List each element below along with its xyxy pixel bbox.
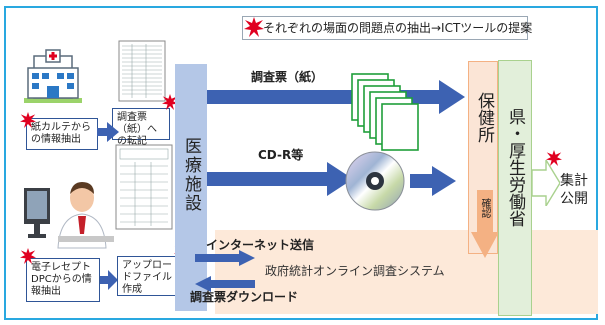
karte-extract-box: 紙カルテからの情報抽出 xyxy=(26,118,98,150)
cdr-label: CD-R等 xyxy=(258,148,304,162)
publish-text: 集計公開 xyxy=(560,173,588,207)
burst-icon-title xyxy=(244,17,264,37)
confirm-down-arrow xyxy=(471,190,499,258)
paper-survey-label: 調査票（紙） xyxy=(251,70,324,84)
medical-facility-label: 医療施設 xyxy=(181,137,201,213)
connector-arrow-karte xyxy=(97,122,119,142)
form-document-icon xyxy=(115,144,173,230)
paper-flow-arrow xyxy=(207,80,465,114)
receipt-extract-label: 電子レセプトDPCからの情報抽出 xyxy=(31,262,92,297)
burst-icon-karte xyxy=(20,112,36,128)
burst-icon-publish xyxy=(546,150,562,166)
medical-facility-column xyxy=(175,64,207,311)
burst-icon-receipt xyxy=(20,248,36,264)
download-label: 調査票ダウンロード xyxy=(190,290,299,304)
health-center-label: 保健所 xyxy=(474,92,494,143)
receipt-extract-box: 電子レセプトDPCからの情報抽出 xyxy=(26,258,100,302)
transcribe-label: 調査票（紙）への転記 xyxy=(117,112,157,147)
spreadsheet-document-icon xyxy=(118,40,166,102)
prefecture-label: 県・厚生労働省 xyxy=(505,108,525,227)
internet-band xyxy=(215,230,598,314)
paper-stack-icon xyxy=(351,73,419,151)
connector-arrow-receipt xyxy=(100,270,118,290)
download-arrow xyxy=(195,276,255,292)
title-text: それぞれの場面の問題点の抽出→ICTツールの提案 xyxy=(263,21,533,35)
upload-file-box: アップロードファイル作成 xyxy=(117,256,181,296)
cd-disc-icon xyxy=(345,151,405,211)
karte-extract-label: 紙カルテからの情報抽出 xyxy=(31,122,91,145)
cdr-flow-arrow-right xyxy=(410,166,456,196)
hospital-icon xyxy=(24,49,82,103)
upload-file-label: アップロードファイル作成 xyxy=(122,260,172,295)
prefecture-column xyxy=(498,60,532,316)
publish-arrow xyxy=(532,160,560,206)
internet-send-arrow xyxy=(195,250,255,266)
transcribe-box: 調査票（紙）への転記 xyxy=(112,108,170,147)
outer-frame xyxy=(4,6,598,320)
confirm-label: 確認 xyxy=(479,198,490,218)
publish-label: 集計公開 xyxy=(560,172,594,208)
office-worker-icon xyxy=(24,182,114,249)
internet-send-label: インターネット送信 xyxy=(206,238,315,252)
burst-icon-transcribe xyxy=(162,94,178,110)
title-box: それぞれの場面の問題点の抽出→ICTツールの提案 xyxy=(242,16,532,40)
cdr-flow-arrow-left xyxy=(207,162,353,196)
online-system-label: 政府統計オンライン調査システム xyxy=(265,264,445,278)
